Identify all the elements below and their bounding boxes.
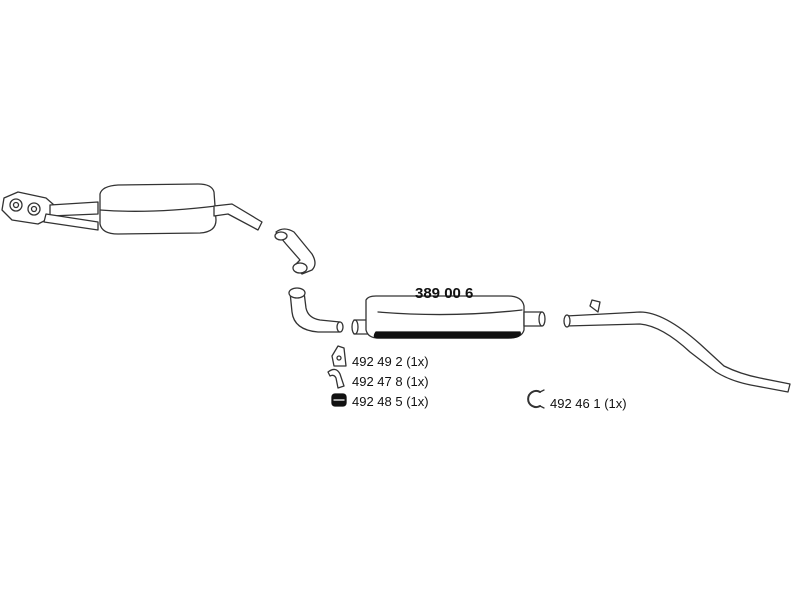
clamp-icon [527,389,545,409]
hanger-icon [327,368,345,389]
rubber-mount-icon [331,393,347,407]
accessory-label-rubber-mount: 492 48 5 (1x) [352,394,429,409]
intermediate-pipe-upper [274,228,316,275]
accessory-label-hanger: 492 47 8 (1x) [352,374,429,389]
accessory-label-clamp: 492 46 1 (1x) [550,396,627,411]
bracket-icon [331,345,347,367]
accessory-label-bracket: 492 49 2 (1x) [352,354,429,369]
front-muffler-section [1,183,263,235]
tail-pipe [563,299,791,393]
center-muffler [351,295,546,339]
muffler-shadow [373,331,521,339]
front-muffler [99,183,217,235]
intermediate-pipe-lower [288,287,344,333]
main-part-number: 389 00 6 [415,285,474,302]
tail-pipe-hanger [589,299,601,313]
